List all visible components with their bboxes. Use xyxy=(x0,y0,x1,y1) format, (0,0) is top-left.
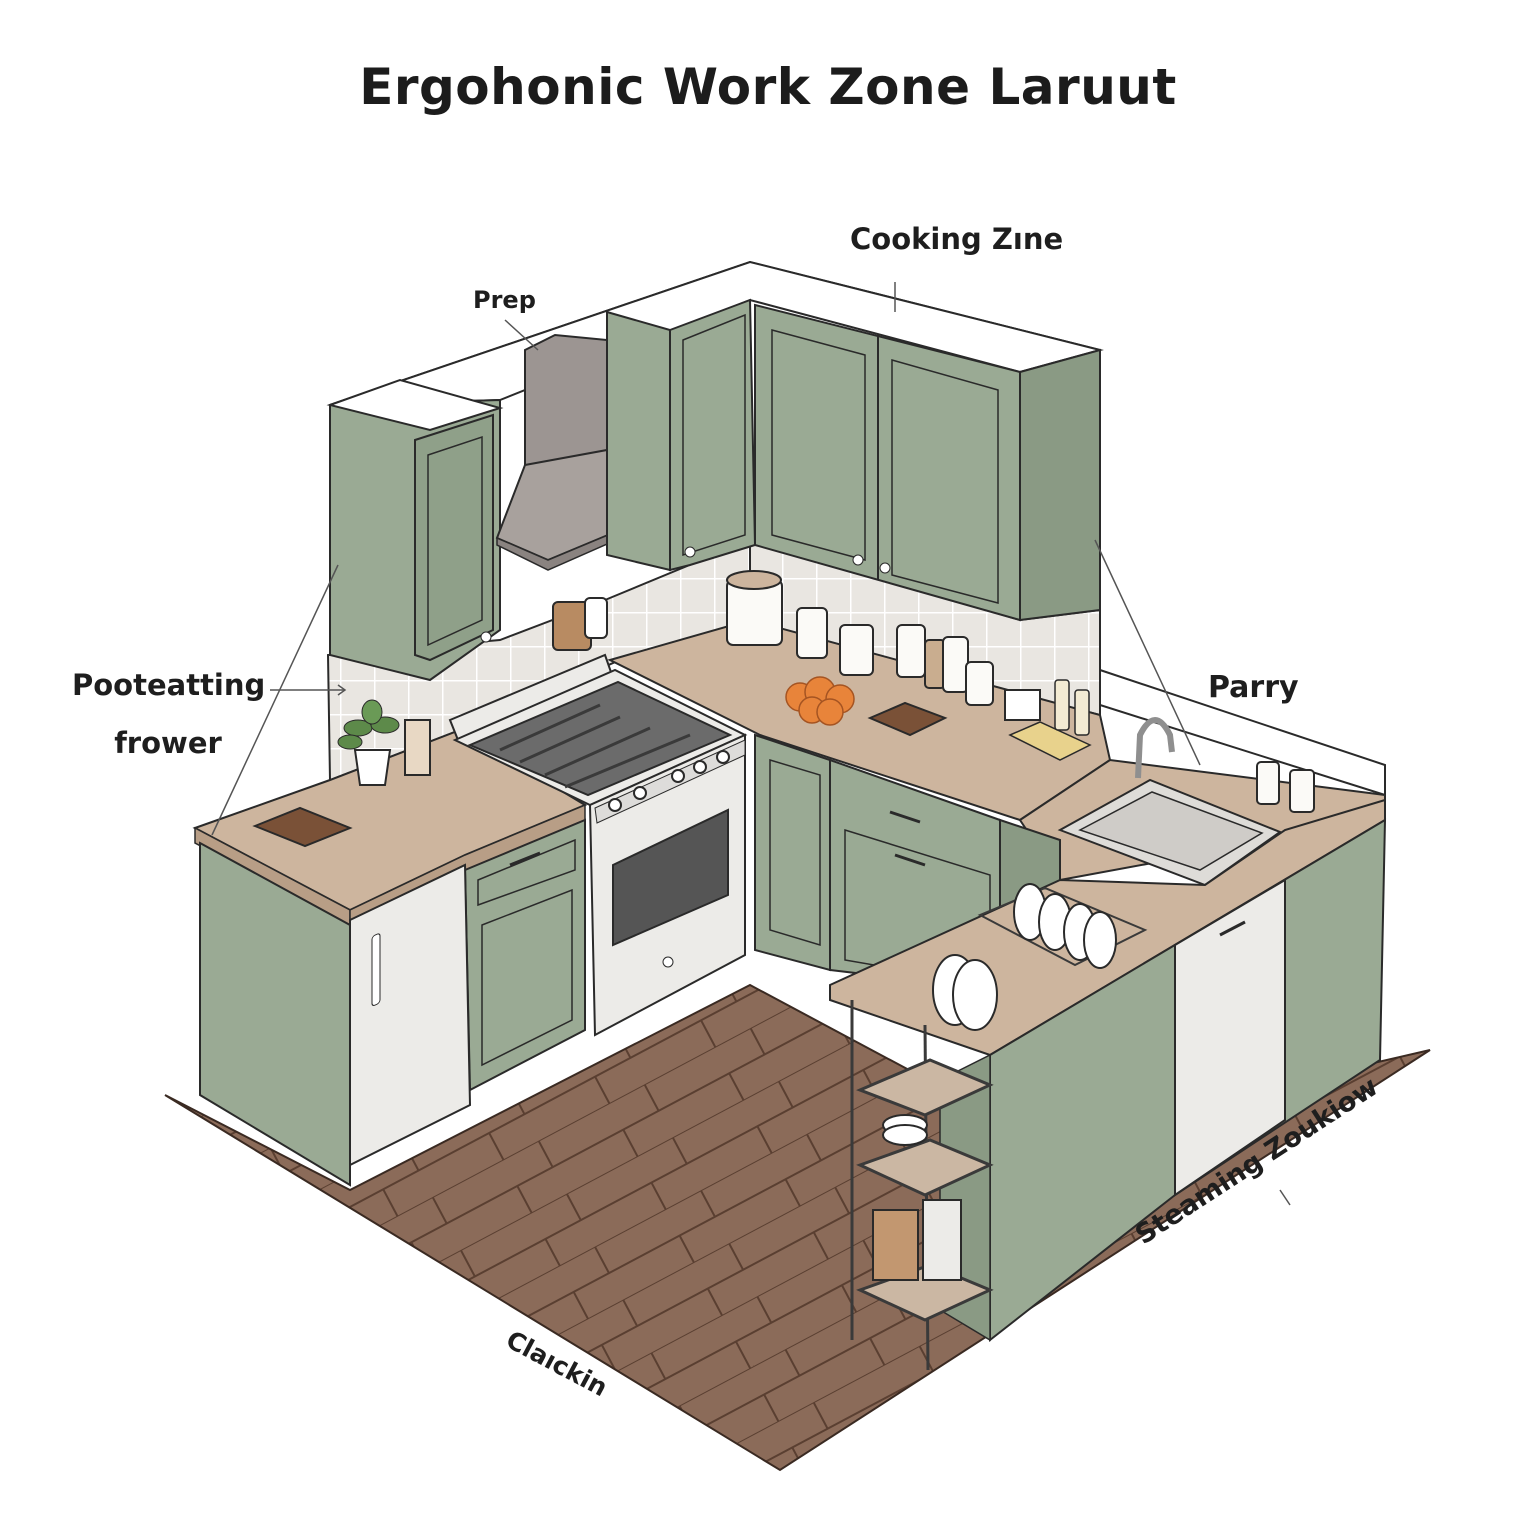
cutting-board-back xyxy=(867,701,948,737)
lower-cabinets-left xyxy=(199,818,586,1187)
cutting-board-left xyxy=(252,806,353,848)
sink-and-faucet xyxy=(1057,717,1283,887)
upper-cabinets-back xyxy=(606,298,1101,622)
label-pantry: Parry xyxy=(1208,670,1299,705)
label-potting-flower: Pooteatting frower xyxy=(72,656,266,772)
page-title: Ergohonic Work Zone Laruut xyxy=(359,58,1177,116)
gas-range-oven xyxy=(448,653,748,1037)
dishwasher xyxy=(1174,878,1286,1197)
label-potting-line2: frower xyxy=(114,726,222,760)
label-potting-line1: Pooteatting xyxy=(72,668,266,702)
oranges xyxy=(785,676,855,726)
refrigerator xyxy=(349,863,472,1167)
canisters xyxy=(726,570,1315,813)
label-cooking-zone: Cooking Zıne xyxy=(850,222,1064,256)
potted-plant xyxy=(337,699,400,786)
leader-lines xyxy=(211,282,1291,1206)
dish-rack xyxy=(932,883,1148,1031)
upper-cabinet-left xyxy=(326,378,504,682)
label-prep: Prep xyxy=(473,286,536,314)
